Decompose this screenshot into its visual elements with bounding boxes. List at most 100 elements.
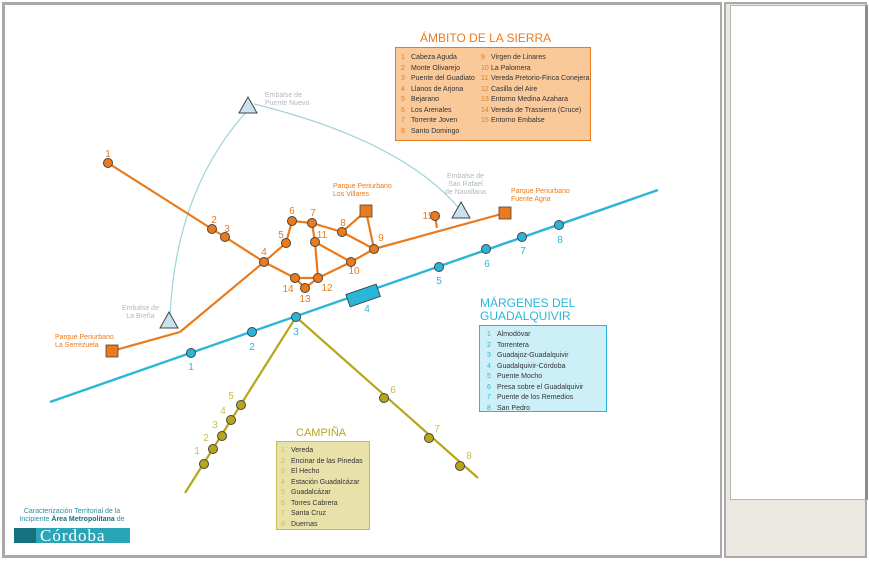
campina-node [424, 433, 434, 443]
sierra-node-label: 3 [224, 224, 230, 235]
campina-legend-item: 8 Duernas [281, 520, 369, 531]
legend-number: 10 [481, 64, 489, 72]
legend-number: 4 [281, 478, 285, 486]
legend-label: Presa sobre el Guadalquivir [497, 383, 584, 391]
legend-label: Puente del Guadiato [411, 75, 475, 82]
campina-legend-item: 2 Encinar de las Pinedas [281, 457, 369, 468]
guadalquivir-node [247, 327, 257, 337]
sierra-route [311, 221, 343, 234]
sierra-node-label: 6 [289, 206, 295, 217]
campina-node-label: 3 [212, 420, 218, 431]
legend-label: Llanos de Arjona [411, 85, 464, 93]
sierra-node [346, 257, 356, 267]
side-panel [724, 2, 868, 558]
sierra-node-label: 8 [340, 218, 346, 229]
legend-label: Encinar de las Pinedas [291, 457, 363, 465]
campina-node [217, 431, 227, 441]
legend-label: El Hecho [291, 468, 320, 475]
legend-label: Puente Mocho [497, 373, 543, 380]
legend-number: 8 [281, 520, 285, 528]
reservoir-puente-nuevo-icon [238, 95, 258, 114]
campina-node-label: 6 [390, 385, 396, 396]
sierra-node [337, 227, 347, 237]
legend-label: Estación Guadalcázar [291, 478, 360, 486]
sierra-node-label: 7 [310, 208, 316, 219]
sierra-node-label: 12 [321, 283, 333, 294]
legend-number: 8 [401, 127, 405, 135]
campina-legend: 1 Vereda 2 Encinar de las Pinedas 3 El Hecho 4… [276, 441, 370, 530]
sierra-node-label: 1 [105, 149, 111, 160]
legend-number: 2 [281, 457, 285, 465]
sierra-node [220, 232, 230, 242]
legend-number: 5 [281, 489, 285, 496]
sierra-route [179, 261, 265, 333]
campina-node-label: 2 [203, 433, 209, 444]
side-panel-blank [730, 5, 868, 500]
campina-node-label: 8 [466, 451, 472, 462]
sierra-node [290, 273, 300, 283]
sierra-route [263, 261, 296, 279]
legend-number: 3 [281, 468, 285, 475]
sierra-node [369, 244, 379, 254]
legend-label: Guadalcázar [291, 489, 331, 496]
legend-number: 6 [281, 499, 285, 507]
legend-label: Monte Olivarejo [411, 64, 461, 72]
logo-caption: Caracterización Territorial de la Incipi… [10, 508, 134, 524]
campina-legend-item: 1 Vereda [281, 446, 369, 457]
sierra-node [287, 216, 297, 226]
legend-number: 1 [281, 447, 285, 454]
sierra-node [281, 238, 291, 248]
sierra-node [259, 257, 269, 267]
guadalquivir-node-label: 5 [436, 276, 442, 287]
guadalquivir-node-label: 4 [364, 304, 370, 315]
sierra-node-label: 10 [348, 266, 360, 277]
sierra-route [111, 330, 181, 353]
map-frame [2, 2, 722, 558]
campina-node [379, 393, 389, 403]
sierra-route [373, 211, 506, 251]
sierra-node-label: 4 [261, 247, 267, 258]
legend-number: 14 [481, 106, 489, 114]
legend-label: Duernas [291, 520, 318, 528]
guadalquivir-node-label: 1 [188, 362, 194, 373]
legend-number: 4 [487, 362, 491, 370]
legend-number: 5 [487, 373, 491, 380]
legend-label: Cabeza Aguda [411, 54, 457, 61]
logo-word: Córdoba [40, 526, 106, 545]
legend-label: Santo Domingo [411, 127, 460, 135]
guadalquivir-legend-item: 5 Puente Mocho [487, 372, 606, 383]
logo-line2a: Incipiente [19, 516, 52, 523]
legend-number: 4 [401, 85, 405, 93]
legend-label: San Pedro [497, 404, 531, 412]
legend-label: Vereda [291, 447, 314, 454]
sierra-node [207, 224, 217, 234]
park-serrezuela-icon [105, 344, 119, 358]
sierra-route [317, 261, 352, 279]
guadalquivir-node-4-icon [345, 283, 381, 308]
legend-label: Vereda de Trassierra (Cruce) [491, 106, 582, 114]
legend-number: 12 [481, 85, 489, 93]
legend-label: Puente de los Remedios [497, 394, 574, 401]
park-villares-icon [359, 204, 373, 218]
guadalquivir-node [517, 232, 527, 242]
legend-number: 9 [481, 54, 485, 61]
